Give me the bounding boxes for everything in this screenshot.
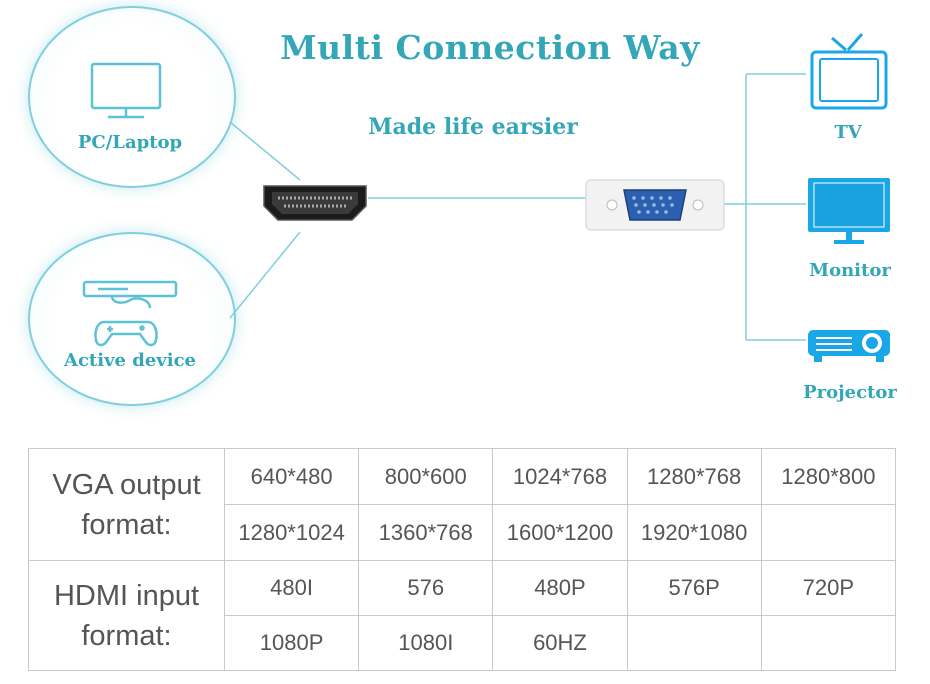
- active-device-circle: [28, 232, 236, 406]
- table-row: VGA output format: 640*480 800*600 1024*…: [28, 448, 897, 561]
- table-cell: 1080I: [358, 615, 494, 671]
- pc-laptop-circle: [28, 6, 236, 188]
- vga-output-header: VGA output format:: [28, 448, 225, 561]
- table-cell: 720P: [760, 560, 897, 616]
- page-title: Multi Connection Way: [280, 28, 700, 67]
- table-cell: 1600*1200: [492, 504, 628, 561]
- pc-monitor-icon: [90, 62, 162, 119]
- connection-diagram: [82, 33, 890, 362]
- hdmi-input-header: HDMI input format:: [28, 560, 225, 671]
- projector-icon: [808, 330, 890, 362]
- table-cell: 1280*768: [626, 448, 762, 505]
- table-cell: 1920*1080: [626, 504, 762, 561]
- game-console-icon: [82, 280, 178, 347]
- pc-connection-line: [229, 121, 301, 181]
- table-cell: [760, 615, 897, 671]
- table-row: 1080P 1080I 60HZ: [29, 615, 897, 671]
- table-row: 1280*1024 1360*768 1600*1200 1920*1080: [29, 504, 897, 561]
- table-cell: 480P: [492, 560, 628, 616]
- table-cell: 640*480: [223, 448, 360, 505]
- table-cell: 1024*768: [492, 448, 628, 505]
- tv-label: TV: [834, 122, 862, 143]
- page-subtitle: Made life earsier: [368, 114, 578, 140]
- table-cell: 480I: [223, 560, 360, 616]
- table-cell: 800*600: [358, 448, 494, 505]
- monitor-icon: [808, 178, 890, 244]
- table-cell: [626, 615, 762, 671]
- tv-icon: [810, 33, 888, 110]
- table-cell: [760, 504, 897, 561]
- monitor-label: Monitor: [809, 260, 891, 281]
- table-cell: 1280*800: [760, 448, 897, 505]
- vga-adapter-icon: [585, 179, 725, 231]
- active-connection-line: [229, 231, 301, 319]
- table-cell: 576P: [626, 560, 762, 616]
- table-cell: 1360*768: [358, 504, 494, 561]
- format-spec-table: VGA output format: 640*480 800*600 1024*…: [28, 448, 897, 671]
- projector-label: Projector: [803, 382, 897, 403]
- table-cell: 60HZ: [492, 615, 628, 671]
- active-device-label: Active device: [63, 350, 196, 371]
- pc-laptop-label: PC/Laptop: [77, 132, 183, 153]
- table-cell: 1280*1024: [223, 504, 360, 561]
- hdmi-connector-icon: [263, 185, 367, 221]
- table-cell: 576: [358, 560, 494, 616]
- table-row: HDMI input format: 480I 576 480P 576P 72…: [28, 560, 897, 671]
- table-cell: 1080P: [223, 615, 360, 671]
